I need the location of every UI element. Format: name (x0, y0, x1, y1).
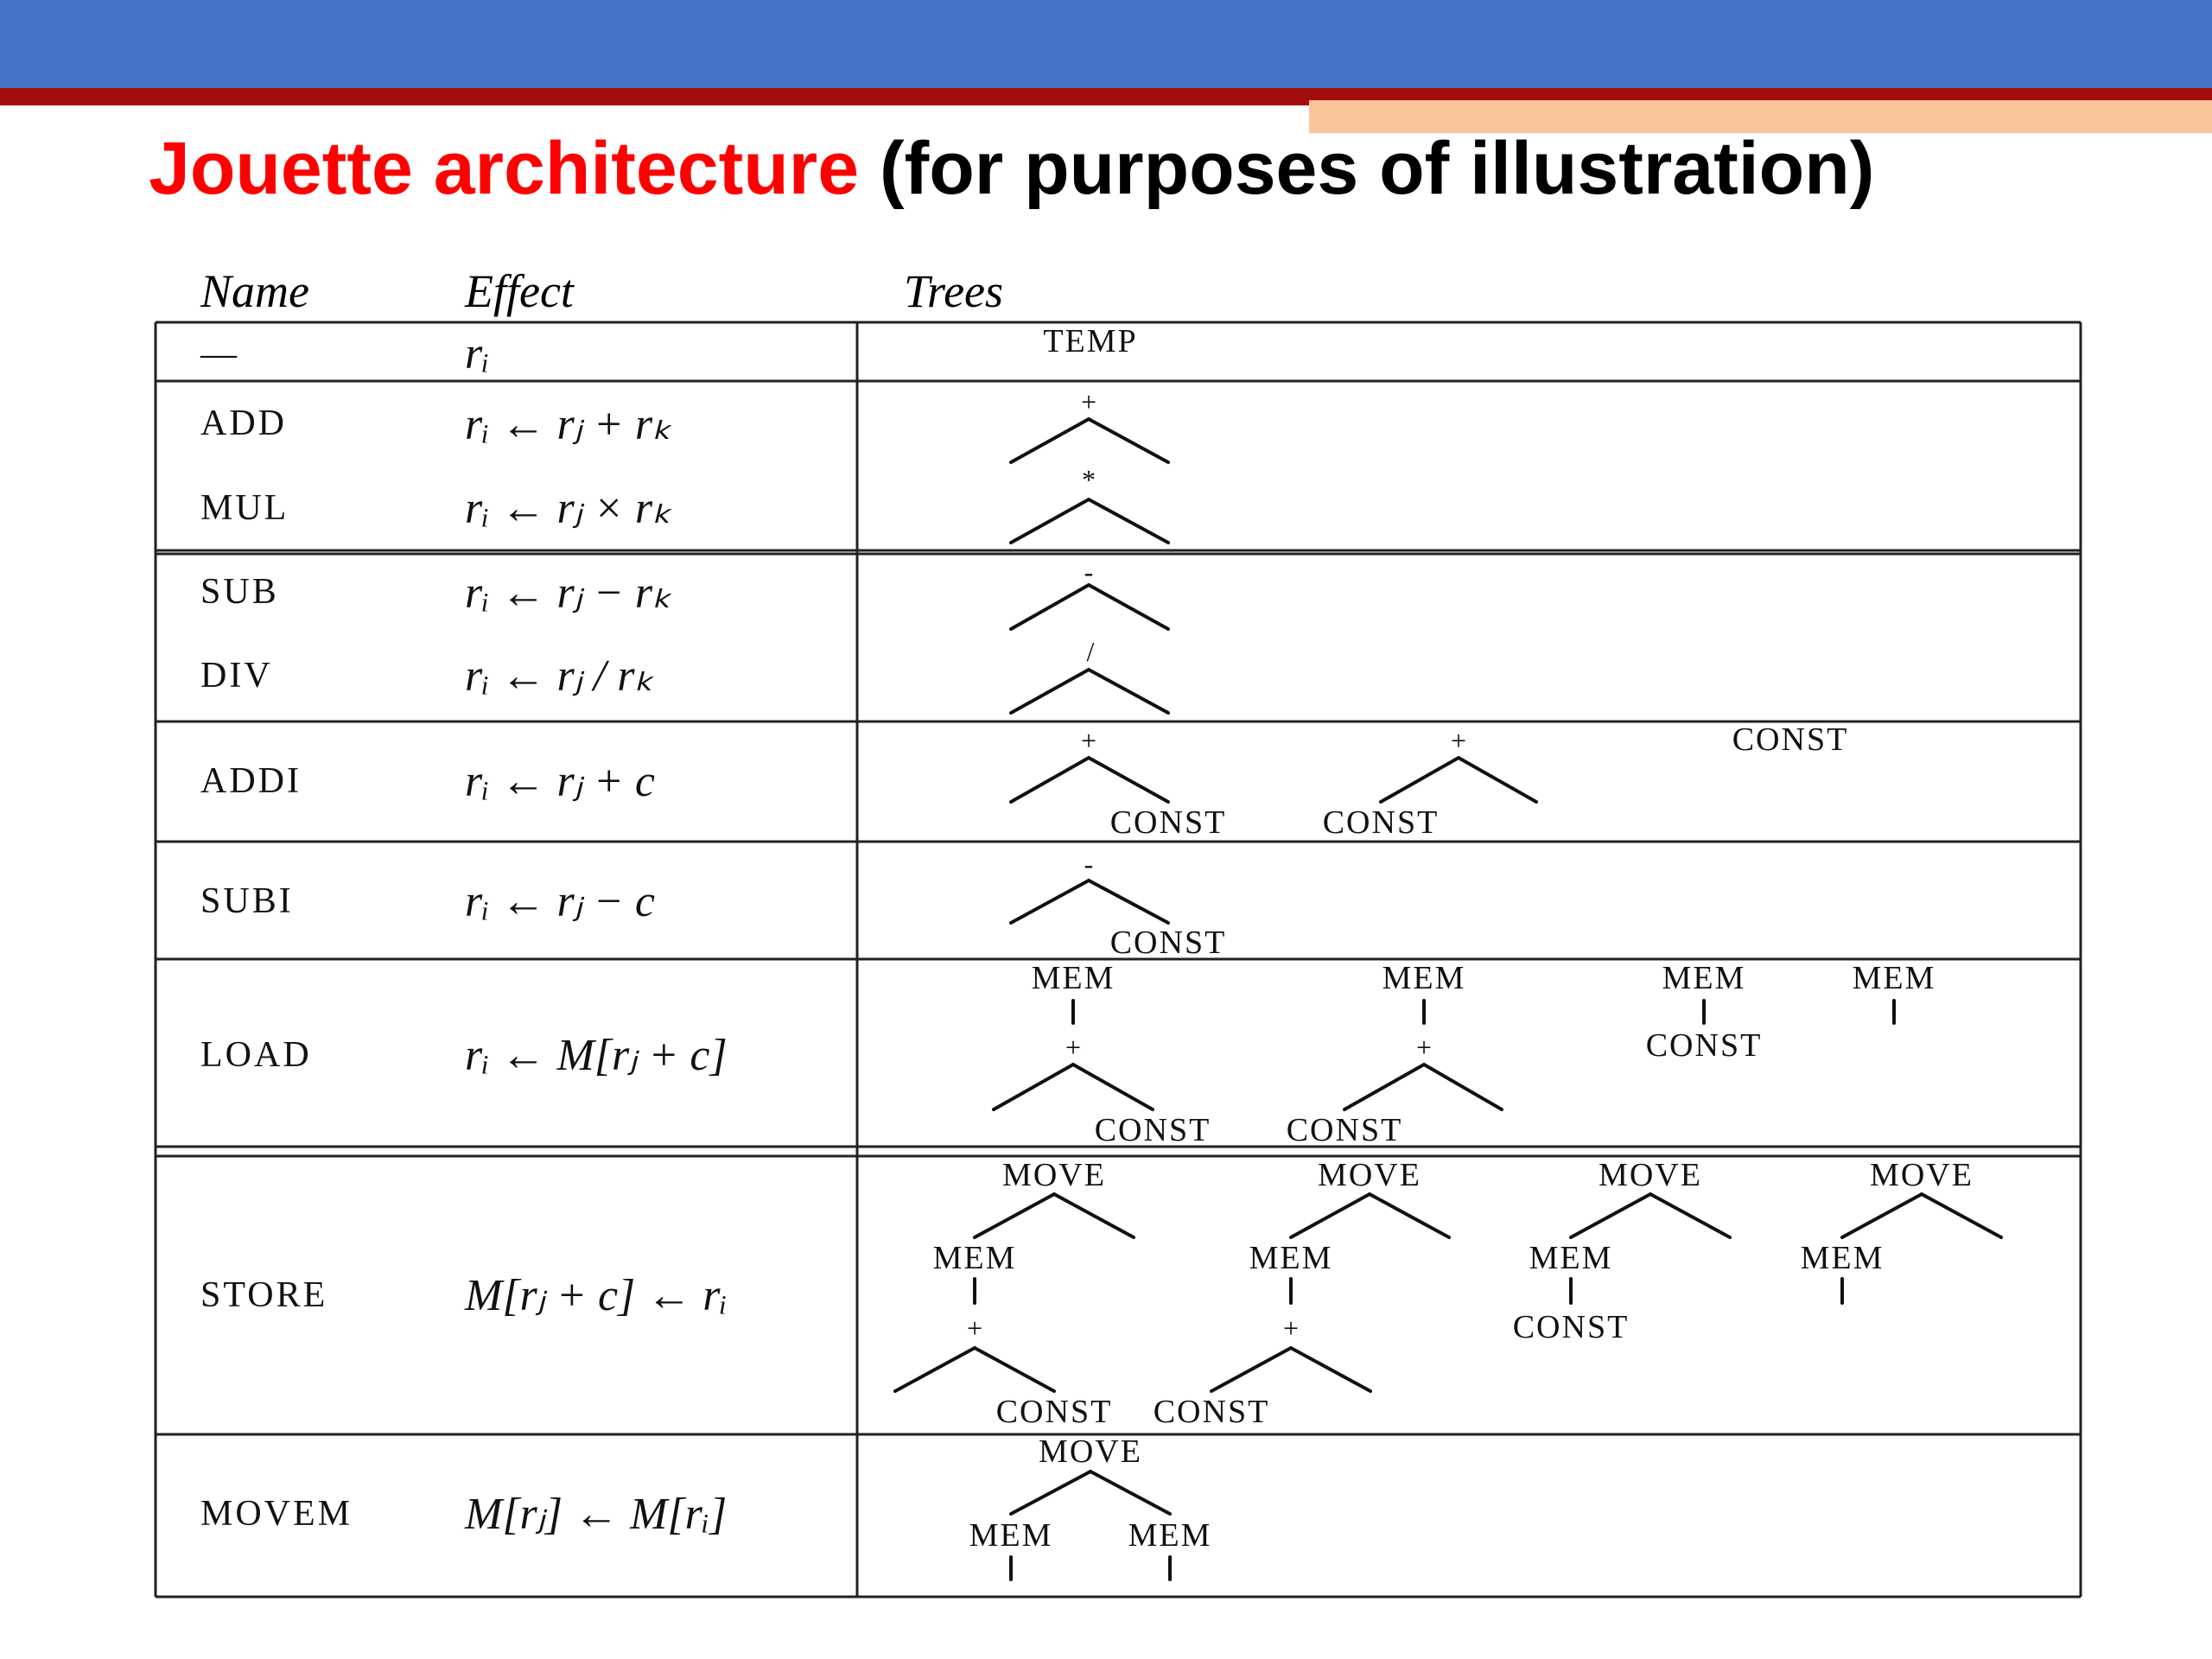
row-name-subi: SUBI (200, 881, 294, 921)
tree-node-temp: TEMP (1043, 323, 1138, 359)
row-name-sub: SUB (200, 572, 279, 612)
tree-node-const: CONST (1512, 1309, 1630, 1345)
tree-node-const: CONST (1645, 1027, 1763, 1064)
tree-node-move: MOVE (1599, 1157, 1702, 1193)
tree-node-move: MOVE (1039, 1433, 1142, 1470)
title-highlight: Jouette architecture (149, 127, 860, 210)
tree-node-mem: MEM (1031, 960, 1116, 996)
row-effect-subi: rᵢ ← rⱼ − c (465, 877, 655, 926)
tree-node-const: CONST (1153, 1394, 1270, 1430)
tree-op-plus: + (1415, 1032, 1433, 1063)
header-band (0, 0, 2212, 88)
tree-node-const: CONST (995, 1394, 1113, 1430)
tree-node-move: MOVE (1002, 1157, 1106, 1193)
row-effect-sub: rᵢ ← rⱼ − rₖ (465, 569, 672, 618)
header-accent-block (1309, 100, 2212, 133)
row-effect-div: rᵢ ← rⱼ / rₖ (465, 652, 654, 701)
row-name-store: STORE (200, 1275, 328, 1315)
title-rest: (for purposes of illustration) (859, 127, 1875, 210)
tree-op-plus: + (1282, 1313, 1300, 1344)
row-name-mul: MUL (200, 488, 289, 528)
tree-op-plus: + (966, 1313, 983, 1344)
tree-node-move: MOVE (1870, 1157, 1974, 1193)
slide-title: Jouette architecture (for purposes of il… (149, 121, 1874, 216)
tree-op-divide: / (1086, 636, 1095, 667)
tree-edges (893, 417, 2003, 1581)
column-header-effect: Effect (465, 265, 574, 317)
tree-node-const: CONST (1109, 804, 1227, 841)
tree-node-const: CONST (1094, 1112, 1211, 1148)
row-effect-mul: rᵢ ← rⱼ × rₖ (465, 484, 672, 533)
row-effect-temp: rᵢ (465, 329, 490, 378)
tree-node-const: CONST (1322, 804, 1440, 841)
column-header-name: Name (200, 265, 309, 317)
row-effect-addi: rᵢ ← rⱼ + c (465, 757, 655, 806)
tree-op-plus: + (1080, 725, 1097, 756)
column-header-trees: Trees (904, 265, 1004, 317)
tree-op-minus: - (1084, 849, 1094, 880)
tree-op-minus: - (1084, 556, 1094, 588)
tree-op-times: * (1082, 464, 1096, 495)
tree-node-mem: MEM (1529, 1240, 1613, 1276)
tree-node-move: MOVE (1318, 1157, 1421, 1193)
tree-op-plus: + (1450, 725, 1467, 756)
row-name-add: ADD (200, 404, 287, 443)
row-name-load: LOAD (200, 1035, 312, 1075)
row-name-movem: MOVEM (200, 1494, 353, 1534)
tree-node-mem: MEM (1662, 960, 1746, 996)
row-effect-load: rᵢ ← M[rⱼ + c] (465, 1031, 728, 1080)
tree-node-mem: MEM (1382, 960, 1466, 996)
tree-node-mem: MEM (969, 1517, 1053, 1554)
tree-node-const: CONST (1109, 925, 1227, 961)
row-name-div: DIV (200, 656, 273, 696)
tree-op-plus: + (1065, 1032, 1082, 1063)
tree-node-mem: MEM (1128, 1517, 1212, 1554)
tree-node-const: CONST (1286, 1112, 1403, 1148)
row-effect-add: rᵢ ← rⱼ + rₖ (465, 400, 672, 449)
tree-node-mem: MEM (1249, 1240, 1333, 1276)
row-name-addi: ADDI (200, 761, 302, 801)
row-name-temp: — (200, 334, 239, 374)
row-effect-store: M[rⱼ + c] ← rᵢ (465, 1271, 728, 1320)
tree-node-mem: MEM (1852, 960, 1936, 996)
tree-op-plus: + (1080, 386, 1097, 417)
tree-node-mem: MEM (932, 1240, 1017, 1276)
tree-node-mem: MEM (1800, 1240, 1885, 1276)
row-effect-movem: M[rⱼ] ← M[rᵢ] (465, 1490, 728, 1539)
tree-node-const: CONST (1732, 721, 1849, 758)
